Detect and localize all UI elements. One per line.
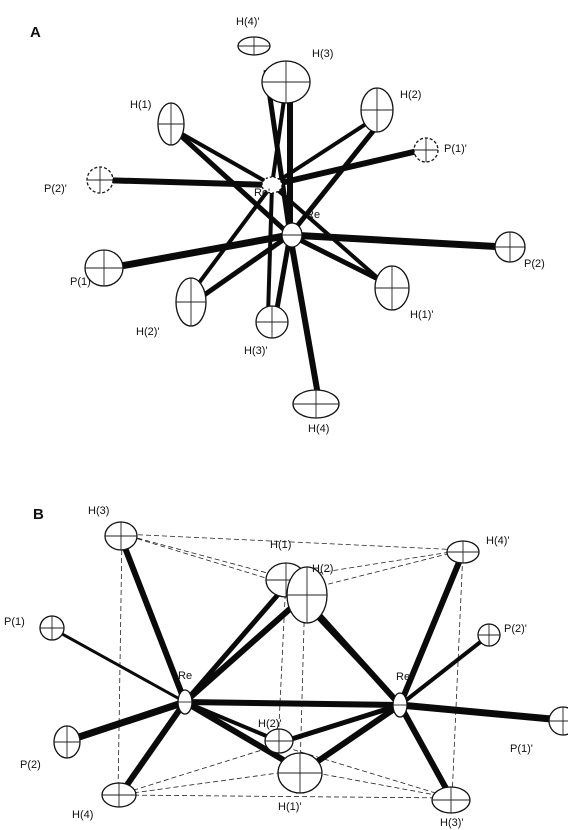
- atom-h4-prime: [237, 36, 271, 56]
- atom-b-h4: [101, 782, 137, 808]
- label-b-p2: P(2): [20, 759, 41, 771]
- bond-re-prime-h3: [270, 99, 286, 186]
- atom-re: [281, 222, 303, 248]
- label-re-prime: Re': [254, 187, 270, 199]
- bond-re-prime-h1-prime: [270, 183, 382, 282]
- atom-b-h2: [286, 566, 328, 624]
- bond-re-prime-h3-prime: [266, 184, 274, 316]
- label-p1-prime: P(1)': [444, 143, 467, 155]
- atom-b-p2: [53, 725, 81, 759]
- atom-h2: [360, 87, 394, 133]
- atom-h3-prime: [255, 305, 289, 339]
- label-b-h4-prime: H(4)': [486, 535, 510, 547]
- label-p1: P(1): [70, 276, 91, 288]
- label-b-h3: H(3): [88, 505, 109, 517]
- label-b-p1-prime: P(1)': [510, 743, 533, 755]
- label-h4-prime: H(4)': [236, 16, 260, 28]
- label-h2: H(2): [400, 89, 421, 101]
- label-p2-prime: P(2)': [44, 183, 67, 195]
- label-h3: H(3): [312, 48, 333, 60]
- atom-b-p2-prime: [477, 623, 501, 647]
- label-b-re-prime: Re': [396, 671, 412, 683]
- panel-a-label: A: [30, 24, 41, 41]
- bond-re-prime-p2-prime: [99, 177, 273, 188]
- label-h1: H(1): [130, 99, 151, 111]
- bond-re-h3-prime: [272, 234, 293, 321]
- atom-p2: [494, 231, 526, 263]
- atom-b-p1-prime: [548, 706, 568, 736]
- bond-re-re-prime: [184, 699, 401, 708]
- bond-re-prime-h1: [174, 128, 273, 187]
- panel-a-bonds: [99, 69, 506, 396]
- label-p2: P(2): [524, 258, 545, 270]
- atom-b-h1-prime: [277, 752, 323, 794]
- label-b-re: Re: [178, 670, 192, 682]
- atom-b-h3: [104, 521, 138, 551]
- label-h2-prime: H(2)': [136, 326, 160, 338]
- bond-re-h2-prime: [195, 232, 292, 303]
- atom-h4: [292, 389, 340, 419]
- bond-re-h3: [119, 538, 188, 704]
- bond-re-prime-h4-prime: [397, 553, 465, 707]
- panel-b-bonds: [54, 538, 563, 794]
- bond-re-h4: [287, 234, 321, 396]
- bond-re-p1: [109, 231, 291, 272]
- bond-re-prime-h2: [270, 118, 374, 187]
- bond-re-prime-p1-prime: [399, 701, 563, 724]
- label-h1-prime: H(1)': [410, 309, 434, 321]
- label-b-p2-prime: P(2)': [504, 623, 527, 635]
- atom-re-prime: [261, 176, 283, 194]
- atom-h2-prime: [175, 277, 207, 327]
- bond-re-h2: [183, 597, 302, 705]
- atom-p1-prime: [413, 137, 439, 163]
- label-b-h1-prime: H(1)': [278, 801, 302, 813]
- panel-b: B: [4, 505, 568, 829]
- label-re: Re: [306, 209, 320, 221]
- bond-re-prime-p2-prime: [398, 634, 490, 707]
- label-b-h4: H(4): [72, 809, 93, 821]
- bond-re-prime-p1-prime: [271, 147, 423, 188]
- panel-b-label: B: [33, 506, 44, 523]
- atom-b-h2-prime: [264, 728, 294, 754]
- bond-re-prime-h1-prime: [303, 702, 402, 773]
- atom-p2-prime: [86, 166, 114, 194]
- label-b-p1: P(1): [4, 616, 25, 628]
- label-b-h2-prime: H(2)': [258, 718, 282, 730]
- atom-h1-prime: [374, 265, 410, 311]
- label-h3-prime: H(3)': [244, 345, 268, 357]
- atom-b-h4-prime: [446, 540, 480, 564]
- bond-re-prime-h3-prime: [397, 703, 451, 794]
- bond-re-prime-h2-prime: [281, 702, 401, 745]
- atom-h3: [261, 60, 311, 104]
- bond-re-h1-prime: [183, 699, 299, 771]
- atom-p1: [84, 249, 124, 287]
- panel-b-dashed-cage: [117, 533, 464, 799]
- label-b-h2: H(2): [312, 563, 333, 575]
- bond-re-prime-h2-prime: [188, 183, 274, 297]
- panel-a: A: [30, 16, 545, 435]
- label-b-h3-prime: H(3)': [440, 817, 464, 829]
- label-h4: H(4): [308, 423, 329, 435]
- bond-re-prime-h2: [307, 602, 403, 708]
- atom-b-h3-prime: [431, 786, 471, 814]
- bond-re-p2: [289, 231, 506, 251]
- label-b-h1: H(1): [270, 539, 291, 551]
- bond-re-h1: [183, 588, 284, 704]
- bond-re-h4: [119, 700, 188, 794]
- bond-re-p1: [54, 628, 186, 704]
- atom-b-re: [177, 689, 193, 715]
- bond-re-h2: [288, 123, 380, 237]
- atom-h1: [157, 102, 185, 146]
- bond-re-p2: [68, 698, 187, 744]
- atom-b-p1: [39, 615, 65, 641]
- atom-b-re-prime: [392, 692, 408, 718]
